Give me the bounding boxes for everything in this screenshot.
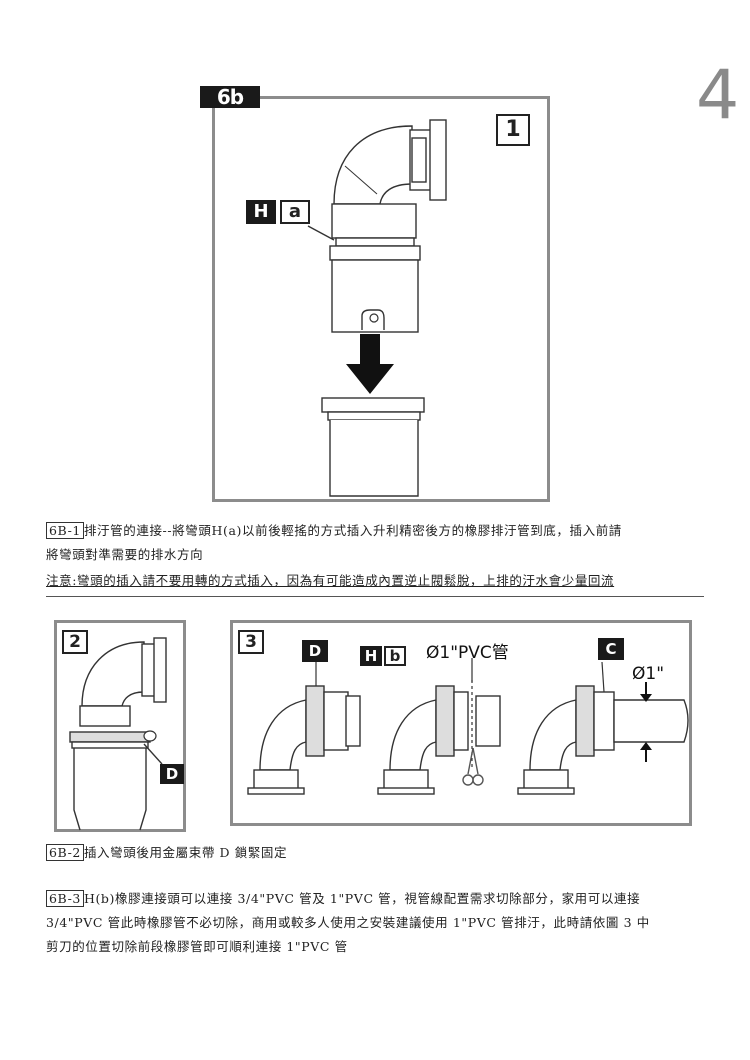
figure-3-frame [230,620,692,826]
figure-6b-illustration [307,119,447,497]
figure-2-illustration [69,637,167,831]
figure-2-frame [54,620,186,832]
step-1-number: 1 [496,114,530,146]
section-6b-label: 6b [200,86,260,108]
tag-a: a [280,200,310,224]
step-3-number: 3 [238,630,264,654]
paragraph-6b-3-line3: 剪刀的位置切除前段橡膠管即可順利連接 1"PVC 管 [46,939,348,954]
code-6b-2: 6B-2 [46,844,84,861]
step-2-number: 2 [62,630,88,654]
tag-d: D [160,764,184,784]
code-6b-1: 6B-1 [46,522,84,539]
paragraph-6b-1-line2: 將彎頭對準需要的排水方向 [46,547,204,562]
paragraph-6b-1-note: 注意:彎頭的插入請不要用轉的方式插入，因為有可能造成內置逆止閥鬆脫，上排的汙水會… [46,573,615,588]
down-arrow-icon [346,334,394,394]
pvc-label: Ø1"PVC管 [426,643,509,663]
code-6b-3: 6B-3 [46,890,84,907]
paragraph-6b-2-text: 插入彎頭後用金屬束帶 D 鎖緊固定 [83,845,288,860]
tag-d-fig3: D [302,640,328,662]
diameter-label: Ø1" [632,664,665,684]
tag-c: C [598,638,624,660]
paragraph-6b-3-line2: 3/4"PVC 管此時橡膠管不必切除，商用或較多人使用之安裝建議使用 1"PVC… [46,915,650,930]
divider [46,596,704,597]
paragraph-6b-3-text1: H(b)橡膠連接頭可以連接 3/4"PVC 管及 1"PVC 管，視管線配置需求… [83,891,641,906]
paragraph-6b-1-text1: 排汙管的連接--將彎頭H(a)以前後輕搖的方式插入升利精密後方的橡膠排汙管到底，… [83,523,622,538]
tag-h: H [246,200,276,224]
page-number: 4 [696,56,740,135]
figure-6b-frame [212,96,550,502]
tag-b: b [384,646,406,666]
figure-3-illustration [247,658,689,795]
tag-h-fig3: H [360,646,382,666]
scissors-icon [462,748,484,786]
diameter-arrow-icon [640,682,652,762]
